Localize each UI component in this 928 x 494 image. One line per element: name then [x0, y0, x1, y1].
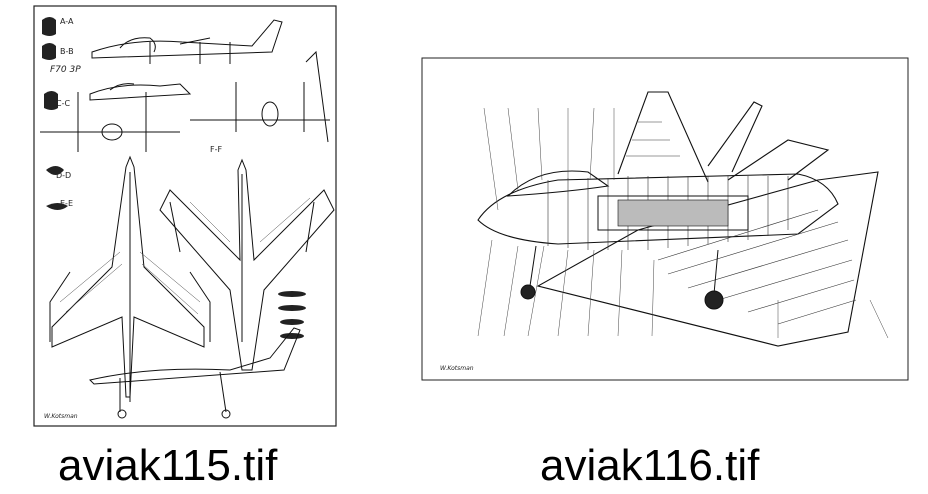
section-label: F-F	[210, 145, 222, 154]
file-thumbnail-aviak115[interactable]: A-A B-B F70 3P C-C D-D E-E F-F	[30, 2, 342, 430]
aircraft-cutaway-drawing: W.Kotsman	[421, 57, 909, 381]
file-name-label[interactable]: aviak116.tif	[540, 441, 760, 490]
section-label: B-B	[60, 47, 74, 56]
section-label: F70 3P	[50, 65, 81, 75]
file-thumbnail-aviak116[interactable]: W.Kotsman	[418, 50, 912, 386]
file-name-label[interactable]: aviak115.tif	[58, 441, 278, 490]
aircraft-three-view-drawing: A-A B-B F70 3P C-C D-D E-E F-F	[33, 5, 337, 427]
section-label: A-A	[60, 17, 74, 26]
drawing-signature: W.Kotsman	[440, 365, 474, 372]
section-label: E-E	[60, 199, 73, 208]
section-label: C-C	[56, 99, 70, 108]
drawing-signature: W.Kotsman	[44, 413, 78, 420]
section-label: D-D	[56, 171, 71, 180]
